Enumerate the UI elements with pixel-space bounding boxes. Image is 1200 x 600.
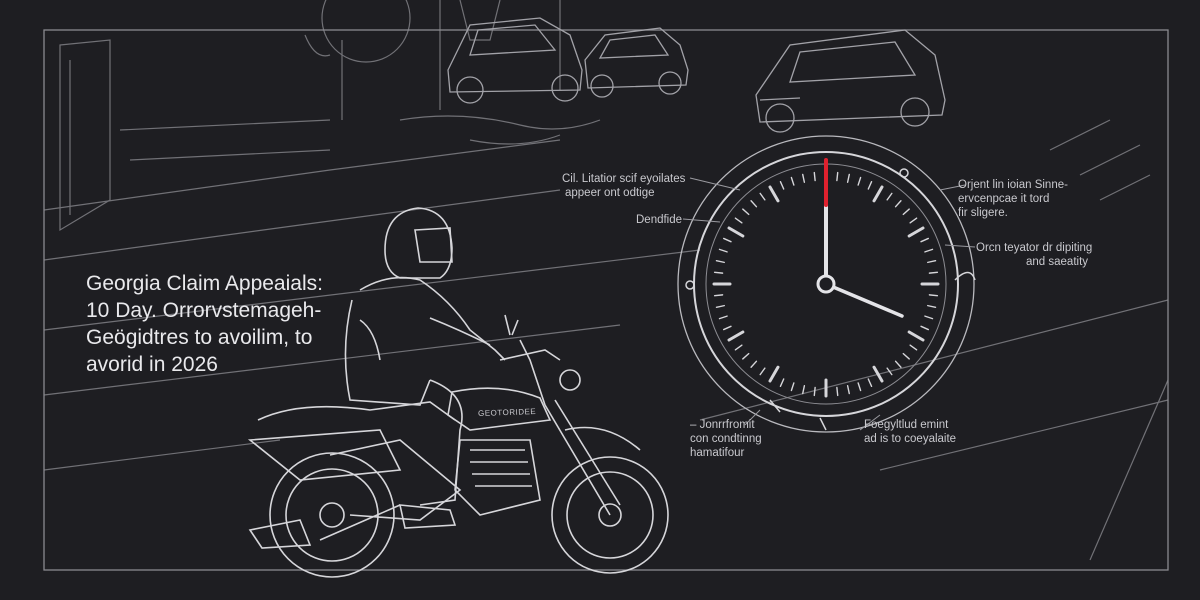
clock-hour-tick [727,330,745,342]
clock-minute-tick [734,344,743,351]
clock-minute-tick [867,378,873,388]
clock-minute-tick [750,360,758,368]
clock-hour-tick [768,185,780,203]
clock-hour-tick [907,226,925,238]
clock-minute-tick [759,192,766,201]
rider [344,207,506,529]
headline-line-1: Georgia Claim Appeaials: [86,272,323,295]
annotation-bottom-left-1: – Jonrrfromit [690,419,755,431]
clock-minute-tick [718,315,728,320]
clock-minute-tick [857,382,862,392]
clock-minute-tick [928,294,939,297]
annotation-top-right-3: fir sligere. [958,207,1008,219]
clock-minute-tick [909,217,918,224]
street-background [43,0,1169,561]
front-wheel [551,456,669,574]
clock-minute-tick [802,385,806,395]
annotation-right-mid-2: and saeatity [1026,256,1089,268]
callout-lines [682,177,976,431]
clock-minute-tick [867,180,873,190]
headline-line-4: avorid in 2026 [86,353,218,376]
clock-minute-tick [928,271,939,274]
clock-minute-tick [894,200,902,208]
annotation-left-mid: Dendfide [636,214,683,226]
clock-minute-tick [846,173,850,183]
minute-hand [824,282,904,318]
clock-minute-tick [734,217,743,224]
annotation-top-left-2: appeer ont odtige [565,187,655,199]
clock-minute-tick [857,176,862,186]
clock-minute-tick [902,352,910,360]
clock-minute-tick [790,382,795,392]
clock-minute-tick [920,325,930,331]
clock-minute-tick [722,325,732,331]
clock-minute-tick [927,260,937,264]
clock-minute-tick [715,260,725,264]
clock-minute-tick [836,171,839,182]
clock-minute-tick [924,315,934,320]
clock-hour-tick [872,185,884,203]
helmet [384,207,453,279]
clock-minute-tick [779,378,785,388]
annotation-bottom-right-1: Foegyltlud emint [864,419,949,431]
clock-hour-tick [872,365,884,383]
clock-minute-tick [894,360,902,368]
clock-minute-tick [790,176,795,186]
clock-minute-tick [836,386,839,397]
clock-minute-tick [715,304,725,308]
clock-minute-tick [886,192,893,201]
clock-minute-tick [718,248,728,253]
annotation-bottom-right-2: ad is to coeyalaite [864,433,957,445]
clock-minute-tick [920,237,930,243]
annotation-top-left-1: Cil. Litatior scif eyoilates [562,173,686,185]
clock-minute-tick [713,294,724,297]
annotation-bottom-left-3: hamatifour [690,447,745,459]
clock-minute-tick [742,208,750,216]
clock-minute-tick [902,208,910,216]
headline-line-2: 10 Day. Orrorvstemageh- [86,299,322,322]
clock-minute-tick [909,344,918,351]
clock-minute-tick [927,304,937,308]
clock-hour-tick [907,330,925,342]
annotation-bottom-left-2: con condtinng [690,433,762,445]
clock-hour-tick [727,226,745,238]
clock-hour-tick [768,365,780,383]
headline-line-3: Geögidtres to avoilim, to [86,326,313,349]
annotation-top-right-2: ervcenpcae it tord [958,193,1050,205]
car-sketch-3 [755,29,946,133]
clock-minute-tick [846,385,850,395]
clock-minute-tick [924,248,934,253]
clock-minute-tick [742,352,750,360]
car-sketch-2 [584,27,689,98]
rear-wheel [269,452,395,578]
motorcycle [247,314,669,578]
clock-minute-tick [813,171,816,182]
clock-minute-tick [759,367,766,376]
clock-minute-tick [802,173,806,183]
clock-minute-tick [886,367,893,376]
annotation-right-mid-1: Orcn teyator dr dipiting [976,242,1093,254]
analog-clock-icon [677,135,976,433]
clock-minute-tick [750,200,758,208]
car-sketch-1 [447,17,583,104]
annotation-top-right-1: Orjent lin ioian Sinne- [958,179,1068,191]
clock-minute-tick [779,180,785,190]
clock-minute-tick [813,386,816,397]
clock-minute-tick [713,271,724,274]
clock-minute-tick [722,237,732,243]
